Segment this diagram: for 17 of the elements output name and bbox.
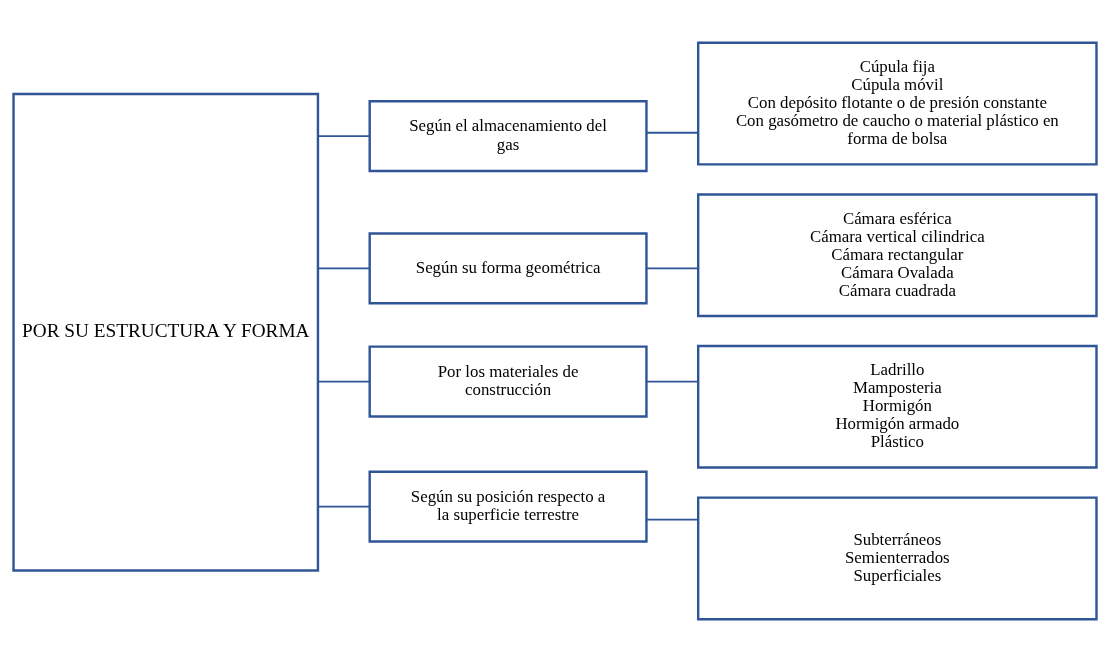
node-box: Por los materiales de construcción: [368, 345, 648, 418]
connector: [317, 380, 371, 383]
node-box: Cámara esférica Cámara vertical cilindrica Cámara rectangular Cámara Ovalada Cámara cuadrada: [697, 193, 1098, 318]
node-box: Según su posición respecto a la superficie terrestre: [368, 470, 648, 543]
node-box: Ladrillo Mamposteria Hormigón Hormigón armado Plástico: [697, 344, 1098, 469]
node-box: Según el almacenamiento del gas: [368, 99, 648, 173]
node-box: Según su forma geométrica: [368, 232, 648, 305]
connector: [317, 505, 371, 508]
connector: [317, 267, 371, 270]
node-box: Subterráneos Semienterrados Superficiales: [697, 496, 1098, 621]
connector: [646, 380, 699, 383]
node-box: Cúpula fija Cúpula móvil Con depósito flotante o de presión constante Con gasómetro de caucho o material plástico en forma de bolsa: [697, 41, 1098, 166]
connector: [317, 135, 371, 137]
connector: [646, 131, 699, 134]
node-box: POR SU ESTRUCTURA Y FORMA: [12, 92, 320, 572]
connector: [646, 267, 699, 270]
connector: [646, 518, 699, 521]
